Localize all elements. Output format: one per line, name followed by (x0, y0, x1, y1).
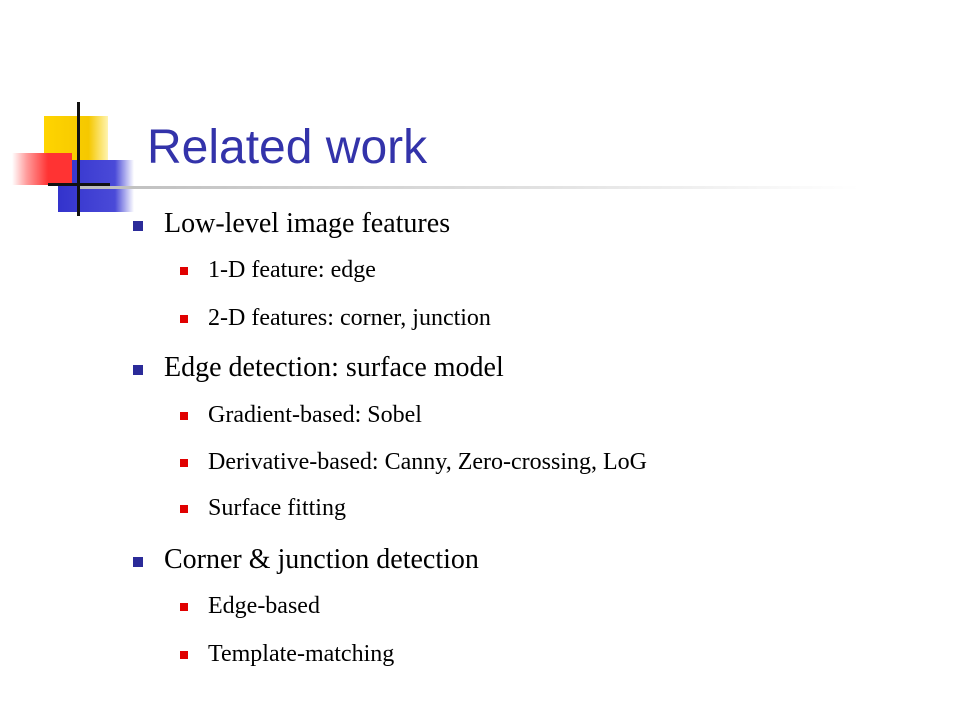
logo-horizontal-line (48, 183, 110, 186)
square-bullet-icon (180, 505, 188, 513)
template-logo-graphic (12, 102, 860, 216)
slide-title: Related work (147, 121, 428, 174)
square-bullet-icon (133, 221, 143, 231)
sub-bullet-item: 2-D features: corner, junction (180, 304, 491, 332)
bullet-item: Edge detection: surface model (133, 352, 504, 384)
sub-bullet-item: Gradient-based: Sobel (180, 401, 422, 429)
sub-bullet-item: Template-matching (180, 640, 395, 668)
square-bullet-icon (180, 412, 188, 420)
square-bullet-icon (133, 557, 143, 567)
square-bullet-icon (180, 315, 188, 323)
logo-vertical-line (77, 102, 80, 216)
square-bullet-icon (133, 365, 143, 375)
logo-red-bar (12, 153, 72, 185)
bullet-text: Edge-based (208, 593, 320, 619)
sub-bullet-item: Edge-based (180, 592, 320, 620)
square-bullet-icon (180, 651, 188, 659)
bullet-text: 2-D features: corner, junction (208, 305, 491, 331)
square-bullet-icon (180, 603, 188, 611)
bullet-item: Low-level image features (133, 208, 451, 240)
bullet-text: Low-level image features (164, 208, 451, 239)
bullet-text: Surface fitting (208, 495, 346, 521)
title-underline-rule (80, 186, 860, 189)
bullet-item: Corner & junction detection (133, 544, 479, 576)
sub-bullet-item: 1-D feature: edge (180, 256, 376, 284)
bullet-text: Gradient-based: Sobel (208, 402, 422, 428)
square-bullet-icon (180, 459, 188, 467)
bullet-text: Corner & junction detection (164, 544, 479, 575)
sub-bullet-item: Surface fitting (180, 494, 346, 522)
bullet-text: Edge detection: surface model (164, 352, 504, 383)
bullet-text: Template-matching (208, 641, 395, 667)
bullet-text: 1-D feature: edge (208, 257, 376, 283)
bullet-text: Derivative-based: Canny, Zero-crossing, … (208, 449, 647, 475)
square-bullet-icon (180, 267, 188, 275)
sub-bullet-item: Derivative-based: Canny, Zero-crossing, … (180, 448, 647, 476)
